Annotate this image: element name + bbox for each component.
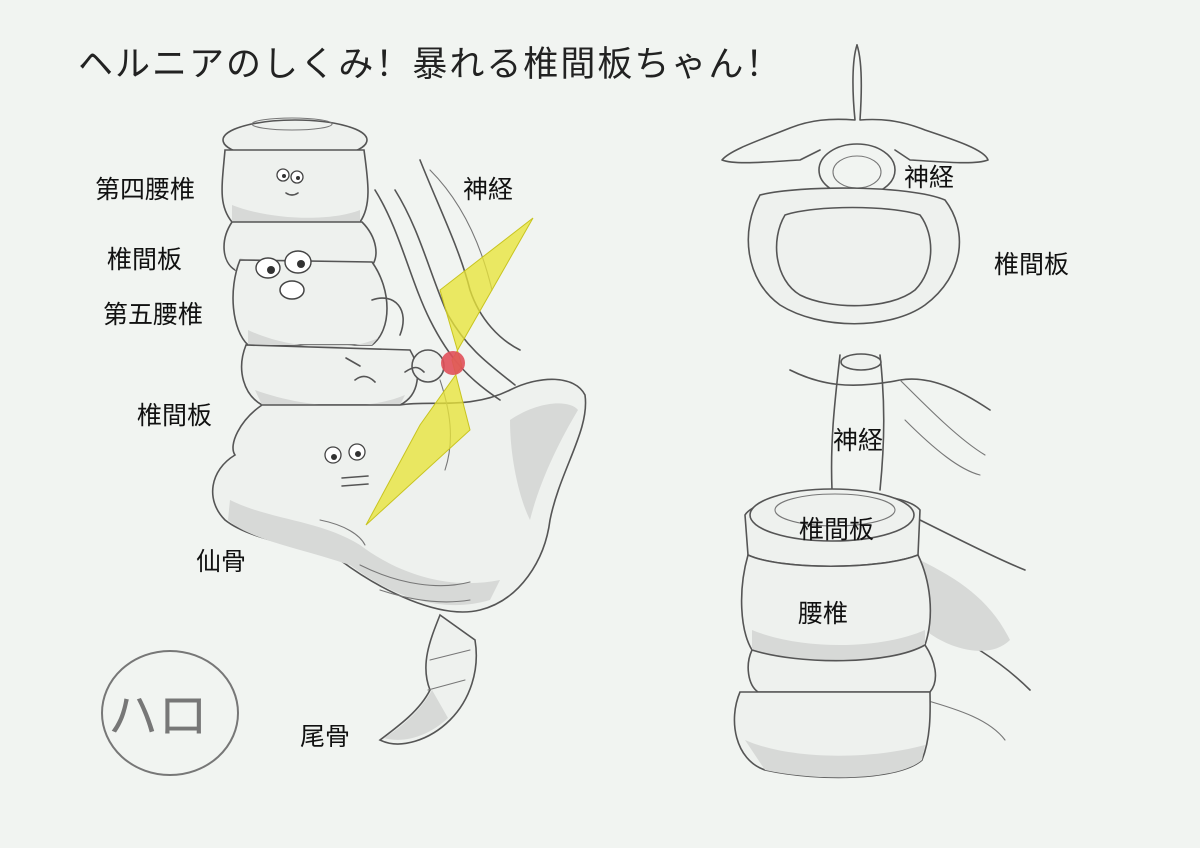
- lower-disc: [242, 345, 444, 406]
- coccyx: [380, 615, 476, 744]
- page-title: ヘルニアのしくみ！暴れる椎間板ちゃん！: [78, 36, 782, 87]
- label-coccyx: 尾骨: [300, 717, 350, 753]
- label-l5: 第五腰椎: [103, 295, 203, 331]
- label-top-nerve: 神経: [904, 158, 954, 194]
- label-side-nerve: 神経: [463, 170, 513, 206]
- label-sacrum: 仙骨: [196, 542, 246, 578]
- label-top-disc: 椎間板: [994, 245, 1069, 281]
- pain-point: [441, 351, 465, 375]
- label-column-lumbar: 腰椎: [798, 594, 848, 630]
- svg-text:ハロ: ハロ: [108, 687, 208, 745]
- label-column-disc: 椎間板: [799, 510, 874, 546]
- l4-vertebra: [222, 118, 368, 222]
- vertebral-column-view: [734, 354, 1030, 777]
- label-l4: 第四腰椎: [95, 170, 195, 206]
- label-lower-disc: 椎間板: [137, 396, 212, 432]
- label-upper-disc: 椎間板: [107, 240, 182, 276]
- l5-vertebra: [233, 251, 403, 347]
- label-column-nerve: 神経: [833, 421, 883, 457]
- sacrum: [213, 379, 586, 612]
- lumbar-side-view: [213, 118, 586, 744]
- signature-stamp: ハロ: [102, 651, 238, 775]
